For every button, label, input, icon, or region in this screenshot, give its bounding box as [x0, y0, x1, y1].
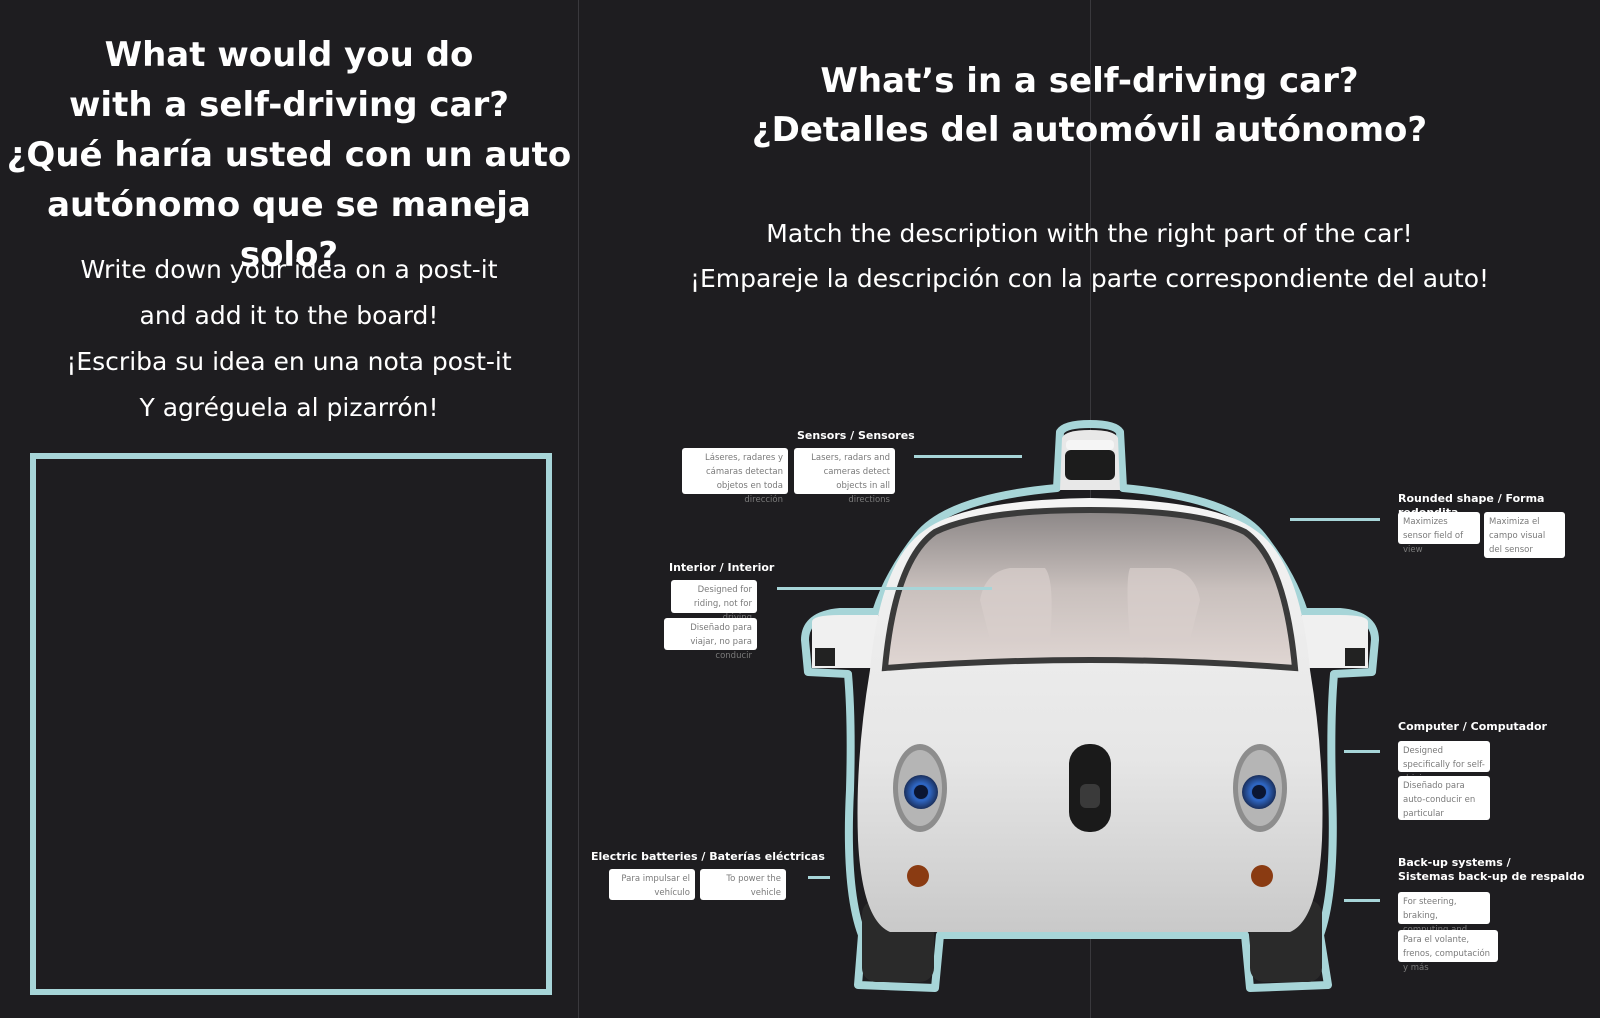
backup-label: Back-up systems / Sistemas back-up de re… — [1398, 856, 1585, 884]
sensor-dome — [1060, 430, 1120, 490]
backup-label-line: Back-up systems / — [1398, 856, 1511, 869]
backup-pointer-line — [1344, 899, 1380, 902]
backup-note-es[interactable]: Para el volante, frenos, computación y m… — [1398, 930, 1498, 973]
left-title: What would you do with a self-driving ca… — [0, 30, 578, 280]
backup-label-line: Sistemas back-up de respaldo — [1398, 870, 1585, 883]
backup-note-en[interactable]: For steering, braking, computing and mor… — [1398, 892, 1490, 949]
computer-pointer-line — [1344, 750, 1380, 753]
interior-pointer-line — [777, 587, 992, 590]
left-instructions: Write down your idea on a post-it and ad… — [0, 247, 578, 431]
right-panel: What’s in a self-driving car? ¿Detalles … — [579, 0, 1600, 1018]
post-it-board[interactable] — [30, 453, 552, 995]
instruction-line: ¡Empareje la descripción con la parte co… — [689, 264, 1490, 293]
car-outline — [801, 420, 1379, 992]
left-title-line: autónomo que se maneja solo? — [47, 185, 531, 275]
instruction-line: ¡Escriba su idea en una nota post-it — [66, 347, 512, 376]
batteries-note-es[interactable]: Para impulsar el vehículo — [609, 869, 695, 900]
right-title-line: ¿Detalles del automóvil autónomo? — [751, 110, 1428, 150]
interior-note-es[interactable]: Diseñado para viajar, no para conducir — [664, 618, 757, 661]
sensors-note-en[interactable]: Lasers, radars and cameras detect object… — [794, 448, 895, 505]
sensors-note-es[interactable]: Láseres, radares y cámaras detectan obje… — [682, 448, 788, 505]
left-panel: What would you do with a self-driving ca… — [0, 0, 579, 1018]
instruction-line: Write down your idea on a post-it — [80, 255, 498, 284]
rounded-shape-note-en[interactable]: Maximizes sensor field of view — [1398, 512, 1480, 555]
headlight-right — [1233, 744, 1287, 832]
headlight-left — [893, 744, 947, 832]
rounded-shape-pointer-line — [1290, 518, 1380, 521]
instruction-line: Y agréguela al pizarrón! — [139, 393, 439, 422]
mirror-right-lamp — [1345, 648, 1365, 666]
computer-note-es[interactable]: Diseñado para auto-conducir en particula… — [1398, 776, 1490, 820]
left-title-line: ¿Qué haría usted con un auto — [6, 135, 572, 175]
right-title-line: What’s in a self-driving car? — [820, 61, 1359, 101]
computer-note-en[interactable]: Designed specifically for self-driving — [1398, 741, 1490, 784]
rounded-shape-note-es[interactable]: Maximiza el campo visual del sensor — [1484, 512, 1565, 558]
right-instructions: Match the description with the right par… — [579, 211, 1600, 301]
computer-label: Computer / Computador — [1398, 720, 1547, 733]
mirror-left-lamp — [815, 648, 835, 666]
sensors-label: Sensors / Sensores — [797, 429, 915, 442]
turn-signal-left — [907, 865, 929, 887]
batteries-note-en[interactable]: To power the vehicle — [700, 869, 786, 900]
nose-sensor-lens — [1080, 784, 1100, 808]
interior-note-en[interactable]: Designed for riding, not for driving — [671, 580, 757, 623]
sensors-pointer-line — [914, 455, 1022, 458]
interior-label: Interior / Interior — [669, 561, 775, 574]
turn-signal-right — [1251, 865, 1273, 887]
batteries-pointer-line — [808, 876, 830, 879]
right-title: What’s in a self-driving car? ¿Detalles … — [579, 57, 1600, 155]
left-title-line: with a self-driving car? — [69, 85, 509, 125]
instruction-line: Match the description with the right par… — [766, 219, 1413, 248]
batteries-label: Electric batteries / Baterías eléctricas — [591, 850, 825, 863]
seat-silhouette — [980, 568, 1200, 640]
left-title-line: What would you do — [104, 35, 474, 75]
instruction-line: and add it to the board! — [139, 301, 439, 330]
